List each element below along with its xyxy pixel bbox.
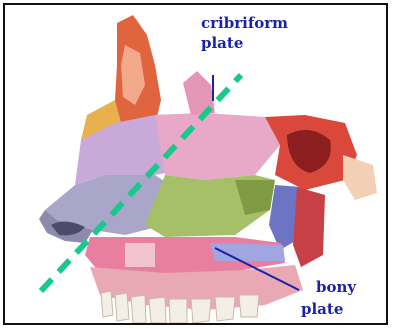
nasal-cavity-illustration — [5, 5, 388, 325]
bony-plate-label-line1: bony — [316, 279, 356, 296]
pterygoid-red — [293, 187, 325, 267]
palate-bone — [125, 243, 155, 267]
cribriform-label-line2: plate — [201, 35, 243, 52]
figure-frame: cribriform plate bony plate — [3, 3, 388, 325]
cribriform-label-line1: cribriform — [201, 15, 288, 32]
bony-plate-label-line2: plate — [301, 301, 343, 318]
sphenoid-spongy — [343, 155, 377, 200]
